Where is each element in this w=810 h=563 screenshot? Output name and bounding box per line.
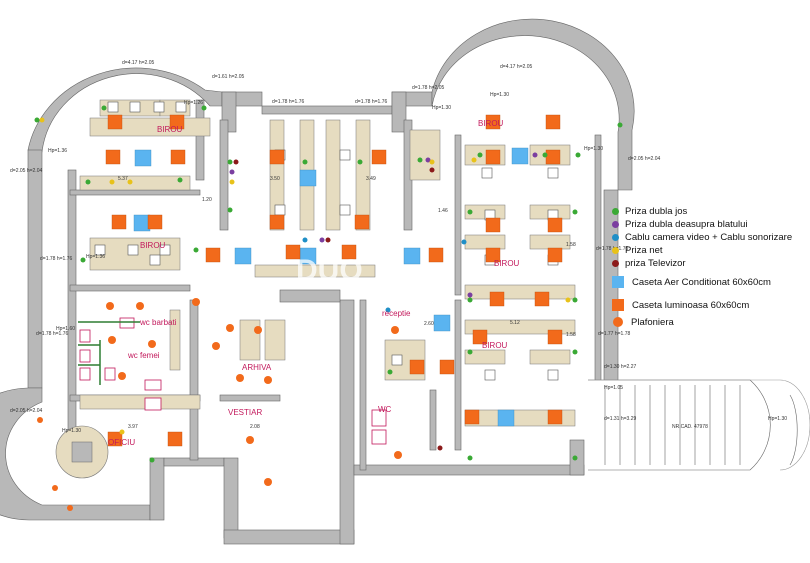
dim-label: Hp=1.05 [604,385,623,391]
camera-cable-icon [612,233,619,241]
dim-label: Hp=1.30 [62,428,81,434]
room-arhiva: ARHIVA [242,363,272,372]
legend-item-light-cassette: Caseta luminoasa 60x60cm [612,295,808,315]
tv-socket-icon [612,259,619,267]
room-receptie: receptie [382,309,411,318]
dim-label: 3.97 [128,424,138,430]
legend-label: Caseta luminoasa 60x60cm [632,299,750,311]
oficiu-table [55,425,109,479]
dim-label: 1.58 [566,332,576,338]
light-cassette-icon [612,299,624,311]
legend-label: Caseta Aer Conditionat 60x60cm [632,276,771,288]
room-wc-femei: wc femei [127,351,160,360]
dim-label: d=1.31 h=3.29 [604,416,636,422]
dim-label: Hp=1.36 [48,148,67,154]
legend: Priza dubla jos Priza dubla deasupra bla… [612,205,808,329]
dim-label: d=1.78 h=1.76 [40,256,72,262]
counter-socket-icon [612,220,619,228]
room-wc-barbati: wc barbati [139,318,177,327]
legend-item-network-socket: Priza net [612,244,808,256]
dim-label: d=4.17 h=2.05 [500,64,532,70]
legend-item-camera-cable: Cablu camera video + Cablu sonorizare [612,231,808,243]
ceiling-light-icon [613,317,623,327]
dim-label: Hp=1.30 [584,146,603,152]
sockets [34,105,623,463]
dim-label: Hp=1.60 [56,326,75,332]
dim-label: Hp=1.30 [768,416,787,422]
room-vestiar: VESTIAR [228,408,262,417]
wc-partitions [78,321,140,385]
room-birou-top-right: BIROU [478,119,504,128]
dim-label: 1.46 [438,208,448,214]
dim-label: 5.12 [510,320,520,326]
ceiling-lights [37,298,402,511]
legend-item-ceiling-light: Plafoniera [612,316,808,328]
dim-label: d=2.05 h=2.04 [628,156,660,162]
light-cassettes [105,114,563,447]
legend-label: Priza net [625,244,663,256]
legend-item-ac-cassette: Caseta Aer Conditionat 60x60cm [612,272,808,292]
legend-item-counter-socket: Priza dubla deasupra blatului [612,218,808,230]
dim-label: Hp=1.30 [432,105,451,111]
dim-label: Hp=1.30 [490,92,509,98]
room-birou-right-mid: BIROU [494,259,520,268]
dim-label: d=2.05 h=2.04 [10,168,42,174]
room-oficiu: OFICIU [108,438,135,447]
dim-label: Hp=1.36 [86,254,105,260]
dim-label: 2.08 [250,424,260,430]
room-wc: WC [378,405,392,414]
room-labels: BIROU BIROU BIROU BIROU BIROU wc barbati… [108,119,708,447]
dim-label: 1.58 [566,242,576,248]
dim-label: d=1.30 h=2.27 [604,364,636,370]
legend-label: priza Televizor [625,257,686,269]
dim-label: d=1.78 h=2.05 [412,85,444,91]
dim-label: d=2.05 h=2.04 [10,408,42,414]
cadastral-number: NR.CAD. 47978 [672,424,708,430]
dim-label: Hp=1.26 [184,100,203,106]
dim-label: d=1.78 h=1.76 [36,331,68,337]
dim-label: 3.50 [270,176,280,182]
watermark: DUO [296,254,363,287]
legend-label: Cablu camera video + Cablu sonorizare [625,231,793,243]
ac-cassettes [133,147,529,427]
dimension-labels: d=4.17 h=2.05 d=1.61 h=2.05 d=1.78 h=1.7… [10,60,787,434]
floor-socket-icon [612,207,619,215]
dim-label: 5.37 [118,176,128,182]
legend-item-tv-socket: priza Televizor [612,257,808,269]
room-birou-left-mid: BIROU [140,241,166,250]
room-birou-top-left: BIROU [157,125,183,134]
stairs [588,379,810,471]
dim-label: d=4.17 h=2.05 [122,60,154,66]
dim-label: 3.49 [366,176,376,182]
ac-cassette-icon [612,276,624,288]
dim-label: d=1.78 h=1.76 [272,99,304,105]
legend-label: Priza dubla jos [625,205,688,217]
dim-label: d=1.77 h=1.78 [598,331,630,337]
legend-item-floor-socket: Priza dubla jos [612,205,808,217]
dim-label: d=1.78 h=1.76 [355,99,387,105]
sanitary [79,317,387,445]
dim-label: 1.20 [202,197,212,203]
dim-label: d=1.61 h=2.05 [212,74,244,80]
legend-label: Plafoniera [631,316,674,328]
network-socket-icon [612,246,619,254]
legend-label: Priza dubla deasupra blatului [625,218,748,230]
dim-label: 2.60 [424,321,434,327]
room-birou-right-low: BIROU [482,341,508,350]
walls [0,18,635,545]
